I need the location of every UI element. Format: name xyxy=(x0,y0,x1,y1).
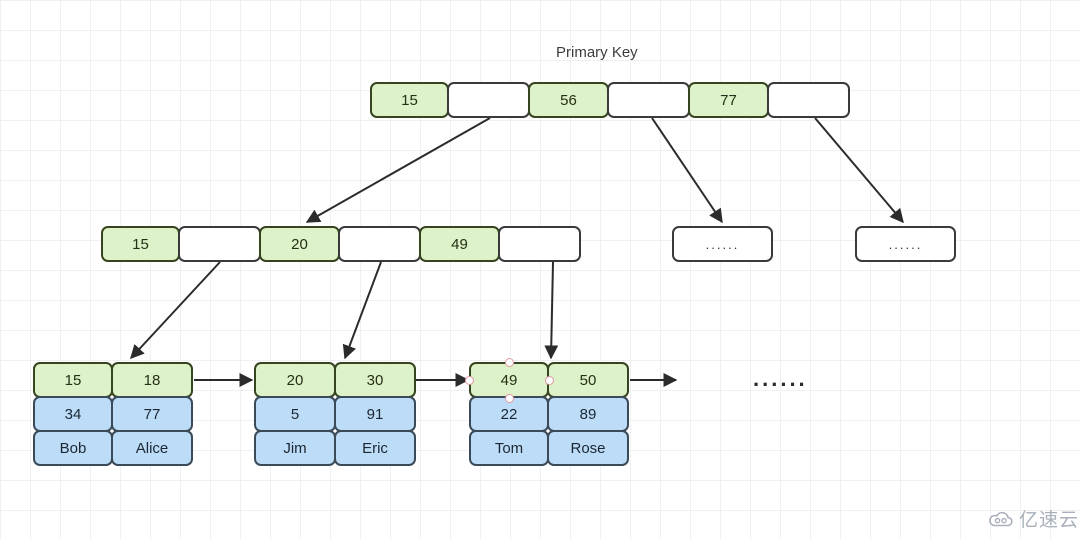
root-cell-pointer-3[interactable] xyxy=(767,82,850,118)
selection-handle-top[interactable] xyxy=(504,357,514,367)
internal-cell-key-1[interactable]: 15 xyxy=(101,226,180,262)
edge-root-to-stub-1 xyxy=(651,117,723,224)
leaf-2-value-1[interactable]: 5 xyxy=(254,396,336,432)
edge-internal-to-leaf-2 xyxy=(342,261,382,360)
leaf-3-name-1[interactable]: Tom xyxy=(469,430,549,466)
leaf-3-value-row: 22 89 xyxy=(469,396,629,432)
leaf-2-name-row: Jim Eric xyxy=(254,430,416,466)
leaf-1-key-1[interactable]: 15 xyxy=(33,362,113,398)
leaf-2-key-2[interactable]: 30 xyxy=(334,362,416,398)
leaf-3-name-2[interactable]: Rose xyxy=(547,430,629,466)
internal-node[interactable]: 15 20 49 xyxy=(101,226,581,262)
leaf-1-key-2[interactable]: 18 xyxy=(111,362,193,398)
leaf-2-key-1[interactable]: 20 xyxy=(254,362,336,398)
selection-handle-right[interactable] xyxy=(544,375,554,385)
leaf-2-value-row: 5 91 xyxy=(254,396,416,432)
leaf-1-name-row: Bob Alice xyxy=(33,430,193,466)
leaf-2-name-1[interactable]: Jim xyxy=(254,430,336,466)
leaf-node-1[interactable]: 15 18 34 77 Bob Alice xyxy=(33,362,193,466)
internal-cell-pointer-2[interactable] xyxy=(338,226,421,262)
edge-internal-to-leaf-3 xyxy=(544,261,559,360)
leaf-3-name-row: Tom Rose xyxy=(469,430,629,466)
root-node[interactable]: 15 56 77 xyxy=(370,82,850,118)
leaf-3-key-1[interactable]: 49 xyxy=(469,362,549,398)
internal-cell-key-2[interactable]: 20 xyxy=(259,226,340,262)
watermark-text: 亿速云 xyxy=(1019,510,1080,531)
leaf-2-key-row: 20 30 xyxy=(254,362,416,398)
internal-cell-key-3[interactable]: 49 xyxy=(419,226,500,262)
leaf-2-value-2[interactable]: 91 xyxy=(334,396,416,432)
internal-cell-pointer-1[interactable] xyxy=(178,226,261,262)
root-cell-key-2[interactable]: 56 xyxy=(528,82,609,118)
edge-internal-to-leaf-1 xyxy=(130,261,221,360)
selection-handle-left[interactable] xyxy=(464,375,474,385)
leaf-3-key-2[interactable]: 50 xyxy=(547,362,629,398)
leaf-1-value-1[interactable]: 34 xyxy=(33,396,113,432)
leaf-1-value-2[interactable]: 77 xyxy=(111,396,193,432)
leaf-1-name-2[interactable]: Alice xyxy=(111,430,193,466)
internal-cell-pointer-3[interactable] xyxy=(498,226,581,262)
root-cell-pointer-1[interactable] xyxy=(447,82,530,118)
leaf-1-value-row: 34 77 xyxy=(33,396,193,432)
root-cell-key-3[interactable]: 77 xyxy=(688,82,769,118)
edge-root-to-internal xyxy=(305,117,491,223)
cloud-icon xyxy=(989,511,1013,526)
leaf-1-key-row: 15 18 xyxy=(33,362,193,398)
root-cell-pointer-2[interactable] xyxy=(607,82,690,118)
stub-node-2[interactable]: ...... xyxy=(855,226,956,262)
selection-handle-bottom[interactable] xyxy=(504,393,514,403)
leaf-node-2[interactable]: 20 30 5 91 Jim Eric xyxy=(254,362,416,466)
root-cell-key-1[interactable]: 15 xyxy=(370,82,449,118)
leaf-chain-ellipsis: ...... xyxy=(753,366,808,391)
stub-node-1[interactable]: ...... xyxy=(672,226,773,262)
diagram-title: Primary Key xyxy=(556,44,638,61)
leaf-2-name-2[interactable]: Eric xyxy=(334,430,416,466)
leaf-1-name-1[interactable]: Bob xyxy=(33,430,113,466)
watermark: 亿速云 xyxy=(988,505,1079,532)
edge-root-to-stub-2 xyxy=(814,117,904,224)
leaf-3-value-2[interactable]: 89 xyxy=(547,396,629,432)
